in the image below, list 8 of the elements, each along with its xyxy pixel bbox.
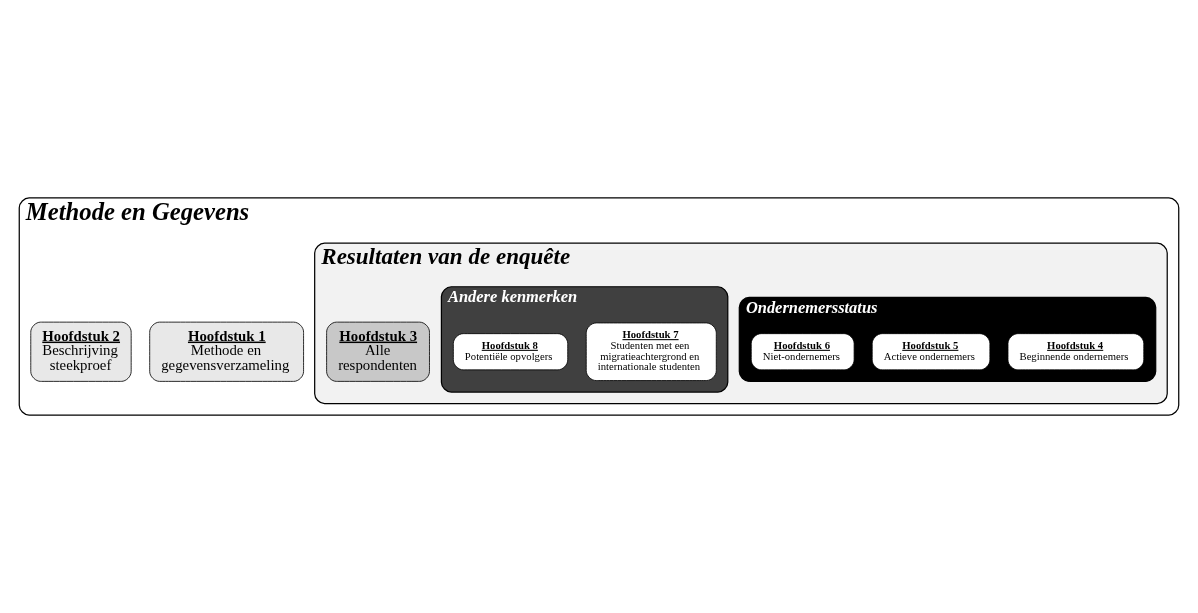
node-box: Hoofdstuk 3 Alle respondenten (326, 321, 430, 382)
node-box: Hoofdstuk 7 Studenten met een migratieachtergrond en internationale studenten (585, 322, 717, 381)
node-box: Hoofdstuk 5 Actieve ondernemers (871, 333, 991, 371)
node-box: Hoofdstuk 6 Niet-ondernemers (750, 333, 855, 371)
node-box: Hoofdstuk 1 Methode en gegevensverzameling (149, 321, 304, 382)
node-box: Hoofdstuk 2 Beschrijving steekproef (30, 321, 132, 382)
node-box: Hoofdstuk 8 Potentiële opvolgers (452, 333, 569, 371)
node-box: Hoofdstuk 4 Beginnende ondernemers (1007, 333, 1145, 371)
